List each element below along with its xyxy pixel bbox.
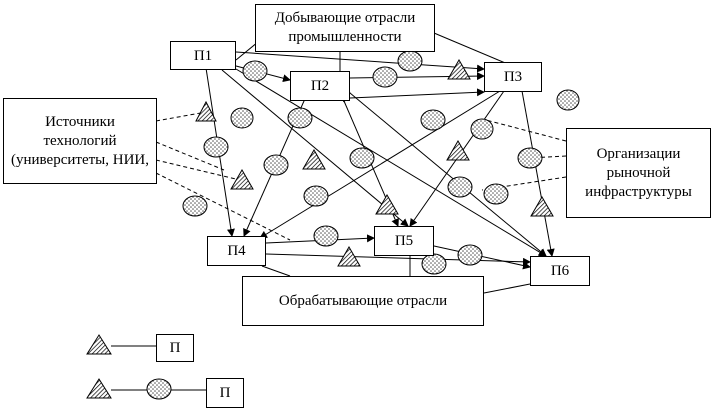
technology-sources-box: Источники технологий (университеты, НИИ, bbox=[3, 98, 157, 184]
legend-node-2: П bbox=[206, 378, 244, 408]
legend-node-1: П bbox=[156, 334, 194, 362]
processing-industries-box: Обрабатывающие отрасли bbox=[242, 276, 484, 326]
node-p1: П1 bbox=[170, 41, 236, 70]
mining-industries-box: Добывающие отрасли промышленности bbox=[255, 4, 435, 52]
node-p5: П5 bbox=[374, 226, 434, 256]
node-p6: П6 bbox=[530, 256, 590, 286]
node-p4: П4 bbox=[207, 236, 266, 266]
node-p2: П2 bbox=[290, 71, 350, 101]
market-infrastructure-box: Организации рыночной инфраструктуры bbox=[566, 128, 711, 218]
node-p3: П3 bbox=[484, 62, 542, 92]
